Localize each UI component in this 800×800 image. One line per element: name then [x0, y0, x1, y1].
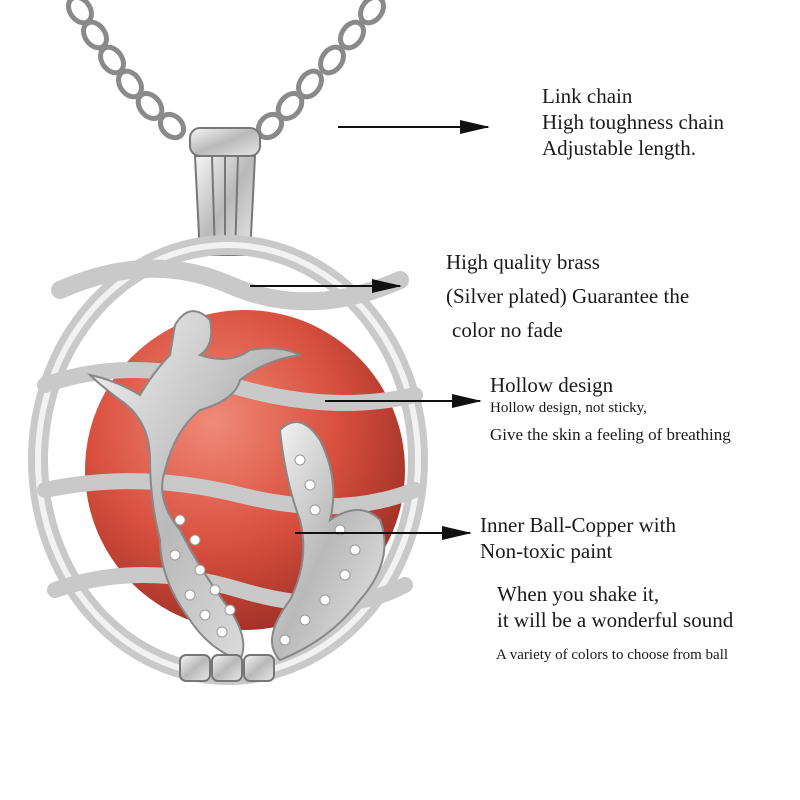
callout-brass-line: color no fade	[452, 318, 563, 342]
arrow-chain	[338, 120, 490, 134]
callout-brass: High quality brass (Silver plated) Guara…	[446, 249, 689, 343]
callout-brass-line: (Silver plated) Guarantee the	[446, 284, 690, 308]
chain-left	[66, 0, 187, 141]
callout-hollow-line: Give the skin a feeling of breathing	[490, 425, 731, 444]
callout-colors: A variety of colors to choose from ball	[496, 647, 729, 663]
rhinestones	[169, 454, 361, 646]
callout-hollow-title: Hollow design	[490, 373, 614, 397]
callout-sound: When you shake it, it will be a wonderfu…	[497, 581, 733, 633]
callout-ball: Inner Ball-Copper with Non-toxic paint	[480, 512, 676, 564]
bottom-hinge	[179, 654, 275, 682]
arrow-brass	[250, 279, 402, 293]
callout-chain: Link chain High toughness chain Adjustab…	[542, 83, 724, 161]
callout-chain-line: Adjustable length.	[542, 136, 696, 160]
chain-right	[255, 0, 386, 141]
callout-chain-line: Link chain	[542, 84, 633, 108]
callout-hollow-line: Hollow design, not sticky,	[490, 400, 647, 416]
arrow-ball	[295, 526, 472, 540]
callout-sound-line: it will be a wonderful sound	[497, 608, 734, 632]
callout-sound-line: When you shake it,	[497, 582, 660, 606]
callout-hollow: Hollow design Hollow design, not sticky,…	[490, 372, 731, 446]
callout-chain-line: High toughness chain	[542, 110, 724, 134]
callout-ball-line: Inner Ball-Copper with	[480, 513, 676, 537]
callout-brass-line: High quality brass	[446, 250, 600, 274]
arrow-hollow	[325, 394, 482, 408]
callout-ball-line: Non-toxic paint	[480, 539, 613, 563]
